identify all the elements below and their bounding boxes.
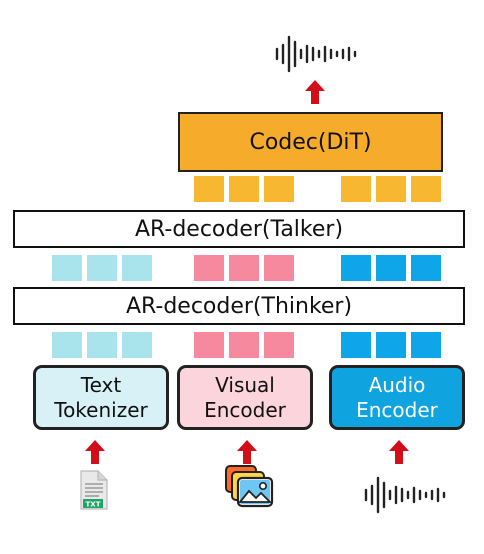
visual-encoder-box: Visual Encoder: [177, 365, 313, 430]
arrow-up-icon: [389, 440, 409, 464]
codec-token: [264, 176, 294, 202]
talker-decoder-bar: AR-decoder(Talker): [13, 210, 465, 248]
txt-file-icon: TXT: [80, 470, 108, 510]
codec-token: [229, 176, 259, 202]
audio-token: [341, 255, 371, 281]
visual-token: [194, 255, 224, 281]
thinker-label: AR-decoder(Thinker): [125, 293, 353, 319]
text-token: [52, 255, 82, 281]
audio-encoder-box: Audio Encoder: [329, 365, 465, 430]
text-token: [87, 255, 117, 281]
codec-label: Codec(DiT): [249, 129, 372, 155]
codec-token: [376, 176, 406, 202]
input-waveform-icon: [364, 476, 446, 514]
encoder-label-line2: Encoder: [204, 397, 286, 422]
visual-token: [229, 332, 259, 358]
thinker-decoder-bar: AR-decoder(Thinker): [13, 287, 465, 325]
visual-token: [229, 255, 259, 281]
audio-token: [341, 332, 371, 358]
image-stack-icon: [225, 465, 274, 508]
codec-token: [341, 176, 371, 202]
visual-token: [264, 332, 294, 358]
text-token: [122, 255, 152, 281]
audio-token: [376, 332, 406, 358]
encoder-label-line1: Text: [80, 372, 122, 397]
text-token: [87, 332, 117, 358]
talker-label: AR-decoder(Talker): [134, 216, 344, 242]
audio-token: [411, 255, 441, 281]
encoder-label-line2: Tokenizer: [54, 397, 148, 422]
arrow-up-icon: [85, 440, 105, 464]
svg-text:TXT: TXT: [86, 501, 101, 509]
text-token: [52, 332, 82, 358]
encoder-label-line1: Audio: [368, 372, 426, 397]
arrow-up-icon: [305, 80, 325, 104]
arrow-up-icon: [237, 440, 257, 464]
audio-token: [376, 255, 406, 281]
codec-token: [194, 176, 224, 202]
codec-token: [411, 176, 441, 202]
encoder-label-line2: Encoder: [356, 397, 438, 422]
text-tokenizer-box: Text Tokenizer: [33, 365, 169, 430]
codec-block: Codec(DiT): [178, 112, 443, 172]
visual-token: [264, 255, 294, 281]
audio-token: [411, 332, 441, 358]
visual-token: [194, 332, 224, 358]
output-waveform-icon: [275, 35, 357, 73]
text-token: [122, 332, 152, 358]
encoder-label-line1: Visual: [215, 372, 275, 397]
